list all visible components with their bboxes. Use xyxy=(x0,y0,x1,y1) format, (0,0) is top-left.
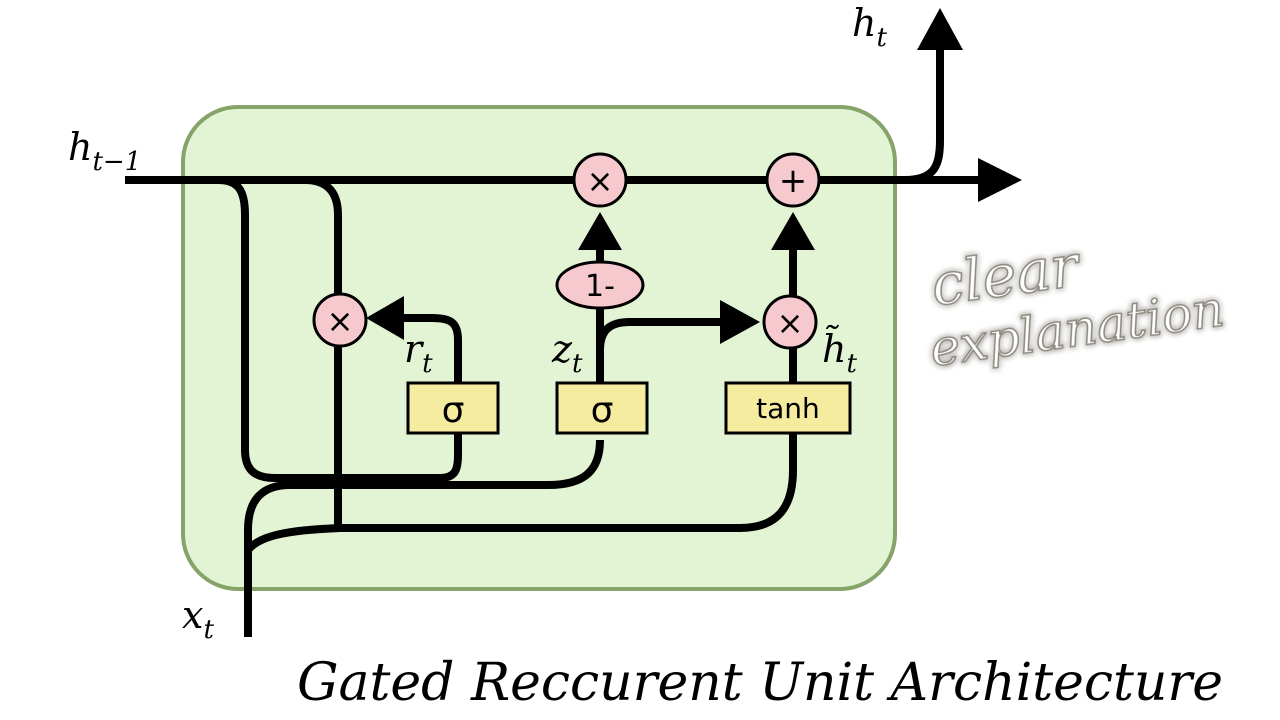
update-to-candidate-line xyxy=(596,318,725,351)
caption: Gated Reccurent Unit Architecture xyxy=(297,653,1223,713)
plus-top-symbol: + xyxy=(779,161,808,201)
one-minus-op: 1- xyxy=(555,260,645,310)
gru-cell-box xyxy=(181,105,897,591)
update-arrowhead xyxy=(720,300,760,344)
reset-gate-box: σ xyxy=(406,381,500,435)
input-to-tanh-line xyxy=(244,432,797,553)
r-label: rt xyxy=(404,327,433,379)
mult-candidate-op: × xyxy=(762,294,818,350)
watermark: clear explanation xyxy=(926,230,1229,379)
reset-gate-to-mult-line xyxy=(400,314,462,383)
one-minus-symbol: 1- xyxy=(585,269,615,304)
tanh-gate-label: tanh xyxy=(756,392,820,425)
output-arrowhead xyxy=(917,8,963,50)
h-out-label: ht xyxy=(852,1,887,53)
input-line xyxy=(244,439,604,637)
mult-reset-op: × xyxy=(312,292,368,348)
mult-top-op: × xyxy=(572,152,628,208)
update-gate-box: σ xyxy=(555,381,649,435)
one-minus-arrowhead xyxy=(578,212,622,250)
plus-top-op: + xyxy=(765,152,821,208)
h-prev-label: ht−1 xyxy=(68,125,141,177)
mult-top-symbol: × xyxy=(587,162,614,200)
output-branch-line xyxy=(904,45,944,184)
reset-gate-label: σ xyxy=(442,390,465,431)
h-tilde-label: h̃t xyxy=(822,326,857,379)
hprev-to-reset-mult-line xyxy=(304,176,342,296)
update-gate-label: σ xyxy=(591,390,614,431)
tanh-gate-box: tanh xyxy=(724,381,852,435)
reset-arrowhead xyxy=(366,296,404,340)
hprev-to-gates-line xyxy=(217,176,462,482)
mult-candidate-symbol: × xyxy=(777,304,804,342)
candidate-arrowhead xyxy=(771,212,815,250)
z-label: zt xyxy=(551,327,583,379)
x-in-label: xt xyxy=(182,593,214,645)
hidden-state-arrowhead xyxy=(978,158,1022,202)
mult-reset-symbol: × xyxy=(327,302,354,340)
